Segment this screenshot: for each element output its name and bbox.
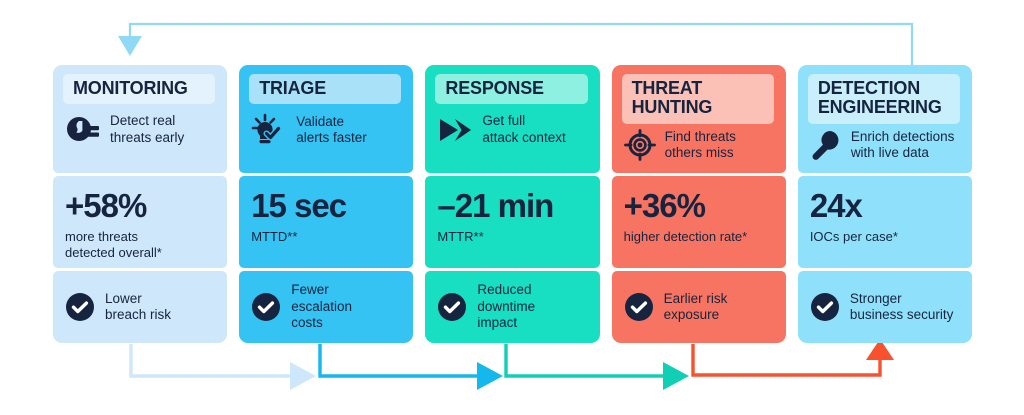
response-metric-value: –21 min — [437, 187, 554, 224]
threat-hunting-benefit-text: Earlier risk exposure — [663, 290, 728, 322]
threat-hunting-metric-label: higher detection rate* — [623, 229, 748, 244]
threat-hunting-feature-text: Find threats others miss — [664, 128, 736, 161]
detection-engineering-metric-label: IOCs per case* — [809, 229, 898, 244]
threat-hunting-header-cell: THREAT HUNTING Find threa — [611, 65, 786, 173]
stage-column-response[interactable]: RESPONSE Get full attack context –21 min… — [425, 65, 600, 343]
threat-hunting-metric-cell: +36% higher detection rate* — [611, 176, 786, 268]
triage-benefit-cell: Fewer escalation costs — [239, 271, 414, 343]
check-circle-icon — [810, 293, 839, 321]
detection-engineering-title-pill: DETECTION ENGINEERING — [807, 74, 961, 124]
detection-engineering-title: DETECTION ENGINEERING — [817, 78, 942, 118]
flow-arrow-monitoring-to-triage — [129, 344, 316, 390]
flow-arrow-response-to-threat-hunting — [504, 344, 689, 390]
response-metric-label: MTTR** — [437, 229, 484, 244]
response-benefit-cell: Reduced downtime impact — [425, 271, 600, 343]
stage-columns: MONITORING Detect real threats early +58… — [53, 65, 973, 343]
check-circle-icon — [438, 293, 467, 321]
monitoring-header-cell: MONITORING Detect real threats early — [53, 65, 228, 173]
response-feature: Get full attack context — [435, 113, 589, 146]
response-metric-cell: –21 min MTTR** — [425, 176, 600, 268]
monitoring-title-pill: MONITORING — [63, 74, 216, 105]
triage-feature-text: Validate alerts faster — [296, 113, 367, 146]
triage-benefit-text: Fewer escalation costs — [291, 282, 352, 331]
stage-column-triage[interactable]: TRIAGE Valid — [239, 65, 414, 343]
fast-forward-icon — [440, 118, 472, 141]
monitoring-benefit-text: Lower breach risk — [105, 290, 172, 322]
monitoring-feature-text: Detect real threats early — [110, 113, 185, 145]
response-benefit-text: Reduced downtime impact — [477, 282, 536, 331]
triage-header-cell: TRIAGE Valid — [239, 65, 414, 173]
monitoring-feature: Detect real threats early — [63, 113, 217, 146]
alert-check-icon — [251, 114, 282, 144]
detection-engineering-metric-cell: 24x IOCs per case* — [797, 176, 973, 268]
detection-engineering-header-cell: DETECTION ENGINEERING Enrich detections … — [797, 65, 973, 173]
detection-engineering-benefit-cell: Stronger business security — [797, 271, 973, 343]
detection-engineering-feature: Enrich detections with live data — [808, 129, 962, 162]
flow-arrow-triage-to-response — [318, 344, 503, 390]
triage-metric-label: MTTD** — [251, 229, 298, 244]
crosshair-target-icon — [623, 129, 656, 162]
monitoring-metric-cell: +58% more threats detected overall* — [53, 176, 228, 268]
threat-hunting-metric-value: +36% — [623, 187, 706, 224]
stage-column-monitoring[interactable]: MONITORING Detect real threats early +58… — [53, 65, 228, 343]
monitoring-benefit: Lower breach risk — [65, 291, 171, 324]
monitor-person-icon — [67, 116, 99, 141]
check-circle-icon — [624, 293, 653, 321]
wrench-icon — [812, 131, 839, 161]
response-header-cell: RESPONSE Get full attack context — [425, 65, 600, 173]
detection-engineering-benefit: Stronger business security — [810, 290, 954, 324]
detection-engineering-benefit-text: Stronger business security — [849, 290, 954, 322]
monitoring-metric-label: more threats detected overall* — [65, 229, 162, 260]
response-title-pill: RESPONSE — [435, 74, 588, 105]
triage-metric-cell: 15 sec MTTD** — [239, 176, 414, 268]
feedback-loop-arrow — [118, 22, 914, 66]
threat-hunting-title: THREAT HUNTING — [631, 78, 713, 118]
threat-hunting-benefit-cell: Earlier risk exposure — [611, 271, 786, 343]
triage-title-pill: TRIAGE — [249, 74, 402, 105]
stage-column-detection-engineering[interactable]: DETECTION ENGINEERING Enrich detections … — [797, 65, 973, 343]
monitoring-metric-value: +58% — [65, 187, 147, 224]
threat-hunting-benefit: Earlier risk exposure — [624, 290, 728, 324]
check-circle-icon — [252, 293, 281, 321]
threat-hunting-title-pill: THREAT HUNTING — [621, 74, 774, 124]
detection-engineering-metric-value: 24x — [809, 187, 863, 224]
triage-metric-value: 15 sec — [251, 187, 347, 224]
response-title: RESPONSE — [445, 78, 544, 98]
triage-title: TRIAGE — [259, 78, 327, 98]
triage-feature: Validate alerts faster — [249, 113, 403, 147]
response-feature-text: Get full attack context — [482, 113, 566, 145]
monitoring-benefit-cell: Lower breach risk — [53, 271, 228, 343]
check-circle-icon — [66, 293, 94, 321]
triage-benefit: Fewer escalation costs — [251, 282, 352, 331]
threat-hunting-feature: Find threats others miss — [622, 129, 776, 162]
monitoring-title: MONITORING — [73, 78, 188, 98]
flow-arrow-threat-hunting-to-detection-engineering — [691, 339, 894, 377]
detection-engineering-feature-text: Enrich detections with live data — [850, 128, 955, 161]
stage-column-threat-hunting[interactable]: THREAT HUNTING Find threa — [611, 65, 786, 343]
response-benefit: Reduced downtime impact — [437, 282, 535, 331]
